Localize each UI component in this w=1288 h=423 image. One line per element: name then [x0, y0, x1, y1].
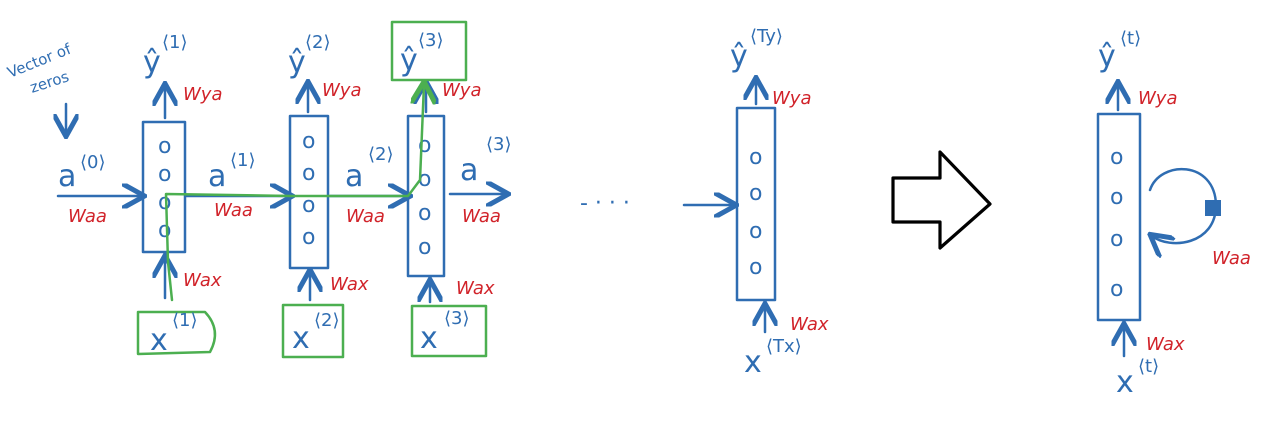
neuron: o	[158, 134, 171, 159]
x2-sup: ⟨2⟩	[314, 310, 340, 331]
x2-highlight	[281, 303, 345, 359]
x3-highlight	[410, 304, 488, 358]
yt-sup: ⟨t⟩	[1120, 28, 1141, 49]
neuron: o	[302, 225, 315, 250]
xTx-label: x	[744, 345, 762, 380]
y3-label: ŷ	[400, 43, 418, 78]
y2-label: ŷ	[288, 45, 306, 80]
y2-sup: ⟨2⟩	[305, 32, 331, 53]
yTy-label: ŷ	[730, 39, 748, 74]
wya-label-1: Wya	[183, 84, 222, 105]
neuron: o	[302, 161, 315, 186]
a0-sup: ⟨0⟩	[80, 152, 106, 173]
wax-label-2: Wax	[330, 274, 369, 295]
neuron: o	[418, 235, 431, 260]
a0-label: a	[58, 159, 76, 194]
wya-label-2: Wya	[322, 80, 361, 101]
wya-label-ty: Wya	[772, 88, 811, 109]
waa-label-t: Waa	[1212, 248, 1251, 269]
neuron: o	[749, 145, 762, 170]
waa-label-2: Waa	[346, 206, 385, 227]
x1-highlight	[136, 310, 217, 356]
a3-label: a	[460, 153, 478, 188]
wax-label-1: Wax	[183, 270, 222, 291]
a2-sup: ⟨2⟩	[368, 144, 394, 165]
rnn-cell-ty	[735, 106, 777, 302]
yt-label: ŷ	[1098, 39, 1116, 74]
a1-label: a	[208, 159, 226, 194]
wya-label-3: Wya	[442, 80, 481, 101]
neuron: o	[158, 218, 171, 243]
a3-sup: ⟨3⟩	[486, 134, 512, 155]
rnn-cell-1	[141, 120, 187, 254]
wax-label-ty: Wax	[790, 314, 829, 335]
x3-sup: ⟨3⟩	[444, 308, 470, 329]
x1-label: x	[150, 323, 168, 358]
waa-label-3: Waa	[462, 206, 501, 227]
wax-label-t: Wax	[1146, 334, 1185, 355]
neuron: o	[158, 190, 171, 215]
neuron: o	[1110, 227, 1123, 252]
neuron: o	[302, 129, 315, 154]
a1-sup: ⟨1⟩	[230, 150, 256, 171]
transform-arrow-icon	[891, 150, 992, 250]
wax-label-3: Wax	[456, 278, 495, 299]
neuron: o	[1110, 145, 1123, 170]
neuron: o	[749, 181, 762, 206]
recurrent-delay-marker	[1205, 200, 1221, 216]
gradient-path	[164, 84, 424, 302]
wya-label-t: Wya	[1138, 88, 1177, 109]
x1-sup: ⟨1⟩	[172, 310, 198, 331]
y1-label: ŷ	[143, 45, 161, 80]
waa-label-0: Waa	[68, 206, 107, 227]
ellipsis-dots: - · · ·	[580, 191, 630, 216]
neuron: o	[749, 255, 762, 280]
neuron: o	[418, 201, 431, 226]
x2-label: x	[292, 321, 310, 356]
y1-sup: ⟨1⟩	[162, 32, 188, 53]
y3-sup: ⟨3⟩	[418, 30, 444, 51]
neuron: o	[749, 219, 762, 244]
neuron: o	[158, 162, 171, 187]
yTy-sup: ⟨Ty⟩	[750, 26, 783, 47]
x3-label: x	[420, 321, 438, 356]
xTx-sup: ⟨Tx⟩	[766, 336, 802, 357]
xt-label: x	[1116, 365, 1134, 400]
neuron: o	[1110, 277, 1123, 302]
neuron: o	[302, 193, 315, 218]
rnn-cell-folded	[1096, 112, 1142, 322]
xt-sup: ⟨t⟩	[1138, 356, 1159, 377]
a2-label: a	[345, 159, 363, 194]
waa-label-1: Waa	[214, 200, 253, 221]
neuron: o	[1110, 185, 1123, 210]
